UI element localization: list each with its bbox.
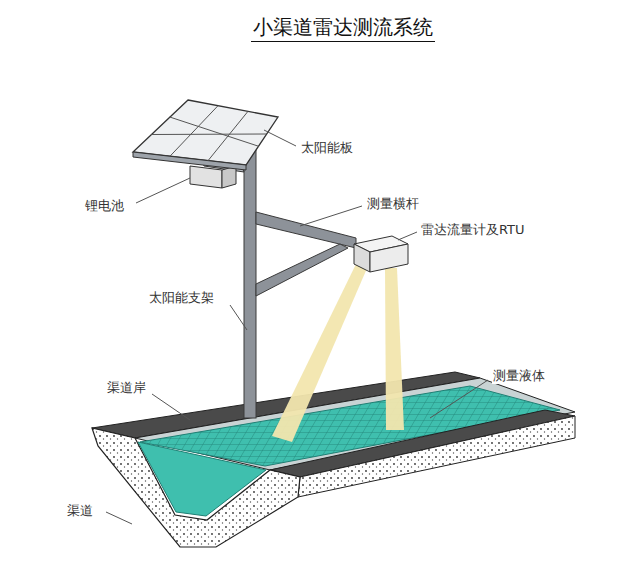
part-label: 太阳能板 bbox=[300, 140, 354, 156]
channel-section bbox=[92, 428, 300, 547]
water-section bbox=[138, 442, 266, 516]
radar-beam bbox=[272, 262, 368, 442]
solar-panel-grid bbox=[151, 106, 266, 161]
cross-arm bbox=[256, 212, 356, 248]
part-label: 太阳能支架 bbox=[148, 290, 215, 306]
diagram-title: 小渠道雷达测流系统 bbox=[251, 14, 435, 42]
radar-box bbox=[354, 244, 370, 272]
part-label: 渠道岸 bbox=[106, 380, 147, 396]
cross-arm-brace bbox=[256, 244, 348, 296]
part-label: 雷达流量计及RTU bbox=[420, 222, 526, 238]
bank-side bbox=[298, 416, 575, 497]
solar-pole bbox=[244, 148, 256, 418]
radar-beam bbox=[385, 268, 404, 430]
battery bbox=[190, 166, 222, 188]
part-label: 渠道 bbox=[66, 503, 94, 519]
solar-panel-edge bbox=[133, 152, 246, 170]
part-label: 锂电池 bbox=[84, 198, 125, 214]
leader-lines bbox=[106, 130, 488, 524]
battery bbox=[222, 166, 236, 188]
radar-box bbox=[370, 244, 408, 272]
part-label: 测量液体 bbox=[492, 368, 546, 384]
part-label: 测量横杆 bbox=[366, 196, 420, 212]
